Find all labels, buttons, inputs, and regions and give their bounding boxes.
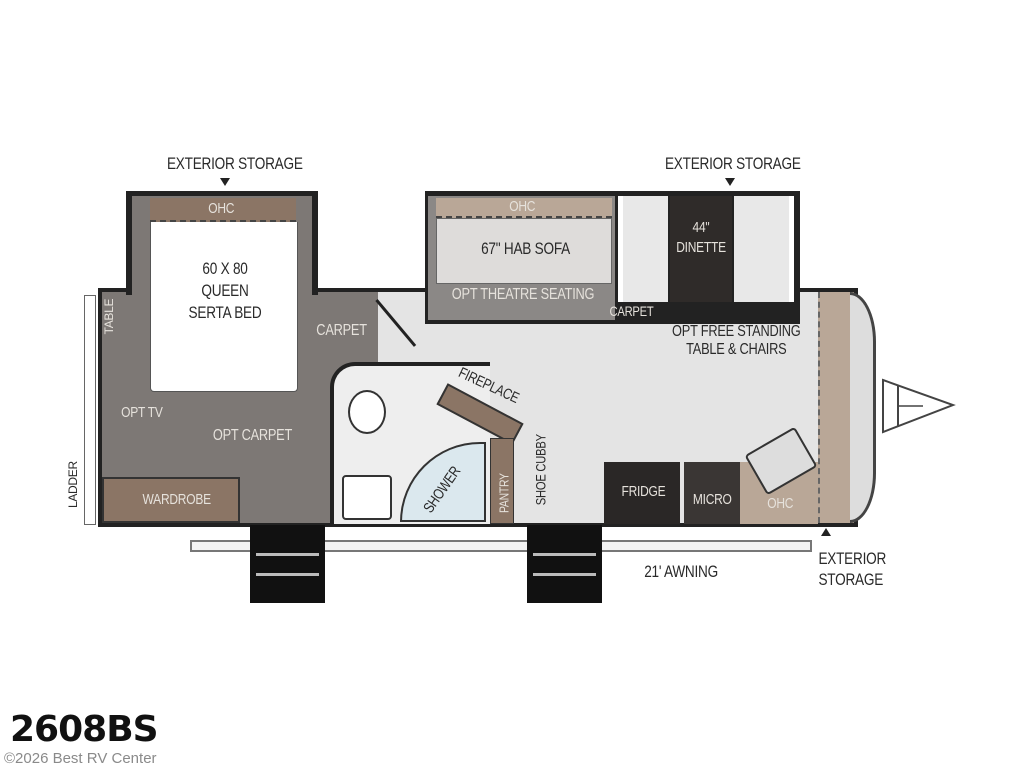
fridge-label: FRIDGE [621, 483, 666, 500]
queen-bed [150, 222, 298, 392]
ohc-sofa: OHC [436, 198, 612, 218]
hitch-icon [882, 378, 956, 434]
pantry [490, 438, 514, 524]
ohc-bed: OHC [150, 198, 296, 222]
dinette-table: 44" DINETTE [670, 196, 732, 302]
awning-label: 21' AWNING [644, 562, 718, 581]
ohc-sofa-label: OHC [509, 198, 536, 215]
fridge: FRIDGE [604, 462, 680, 524]
ladder-label: LADDER [65, 461, 80, 509]
arrow-down-icon [220, 178, 230, 186]
model-number: 2608BS [10, 709, 159, 750]
carpet-slide-label: CARPET [609, 303, 654, 319]
theatre-seating-label: OPT THEATRE SEATING [451, 286, 595, 303]
table-label: TABLE [102, 298, 117, 335]
shoe-cubby-label: SHOE CUBBY [532, 434, 549, 506]
exterior-storage-label-left: EXTERIOR STORAGE [166, 154, 303, 173]
sofa [436, 218, 612, 284]
exterior-storage-label-right: EXTERIOR STORAGE [664, 154, 801, 173]
pantry-label: PANTRY [496, 473, 512, 514]
arrow-up-icon [821, 528, 831, 536]
ladder [84, 295, 96, 525]
awning [190, 540, 812, 552]
free-standing-label: OPT FREE STANDING TABLE & CHAIRS [672, 323, 801, 358]
wardrobe-label: WARDROBE [142, 491, 212, 508]
ohc-kitchen-label: OHC [767, 495, 794, 512]
carpet-label: CARPET [316, 322, 367, 339]
toilet [348, 390, 386, 434]
sofa-label: 67" HAB SOFA [481, 239, 570, 258]
bed-label: 60 X 80 QUEEN SERTA BED [188, 259, 262, 322]
watermark: ©2026 Best RV Center [4, 750, 157, 767]
bathroom-sink [342, 475, 392, 520]
arrow-down-icon [725, 178, 735, 186]
wardrobe: WARDROBE [102, 477, 240, 523]
dinette-bench-left [618, 196, 668, 302]
ohc-bed-label: OHC [208, 200, 235, 217]
entry-steps-bedroom[interactable] [250, 525, 325, 603]
front-nose [850, 292, 876, 523]
micro-label: MICRO [692, 491, 732, 508]
opt-carpet-label: OPT CARPET [212, 427, 293, 444]
exterior-storage-label-bottom: EXTERIOR STORAGE [818, 549, 887, 589]
front-cap [818, 292, 854, 523]
microwave: MICRO [684, 462, 740, 524]
opt-tv-label: OPT TV [121, 404, 163, 421]
dinette-label: 44" DINETTE [676, 219, 726, 256]
dinette-bench-right [734, 196, 794, 302]
entry-steps-main[interactable] [527, 525, 602, 603]
